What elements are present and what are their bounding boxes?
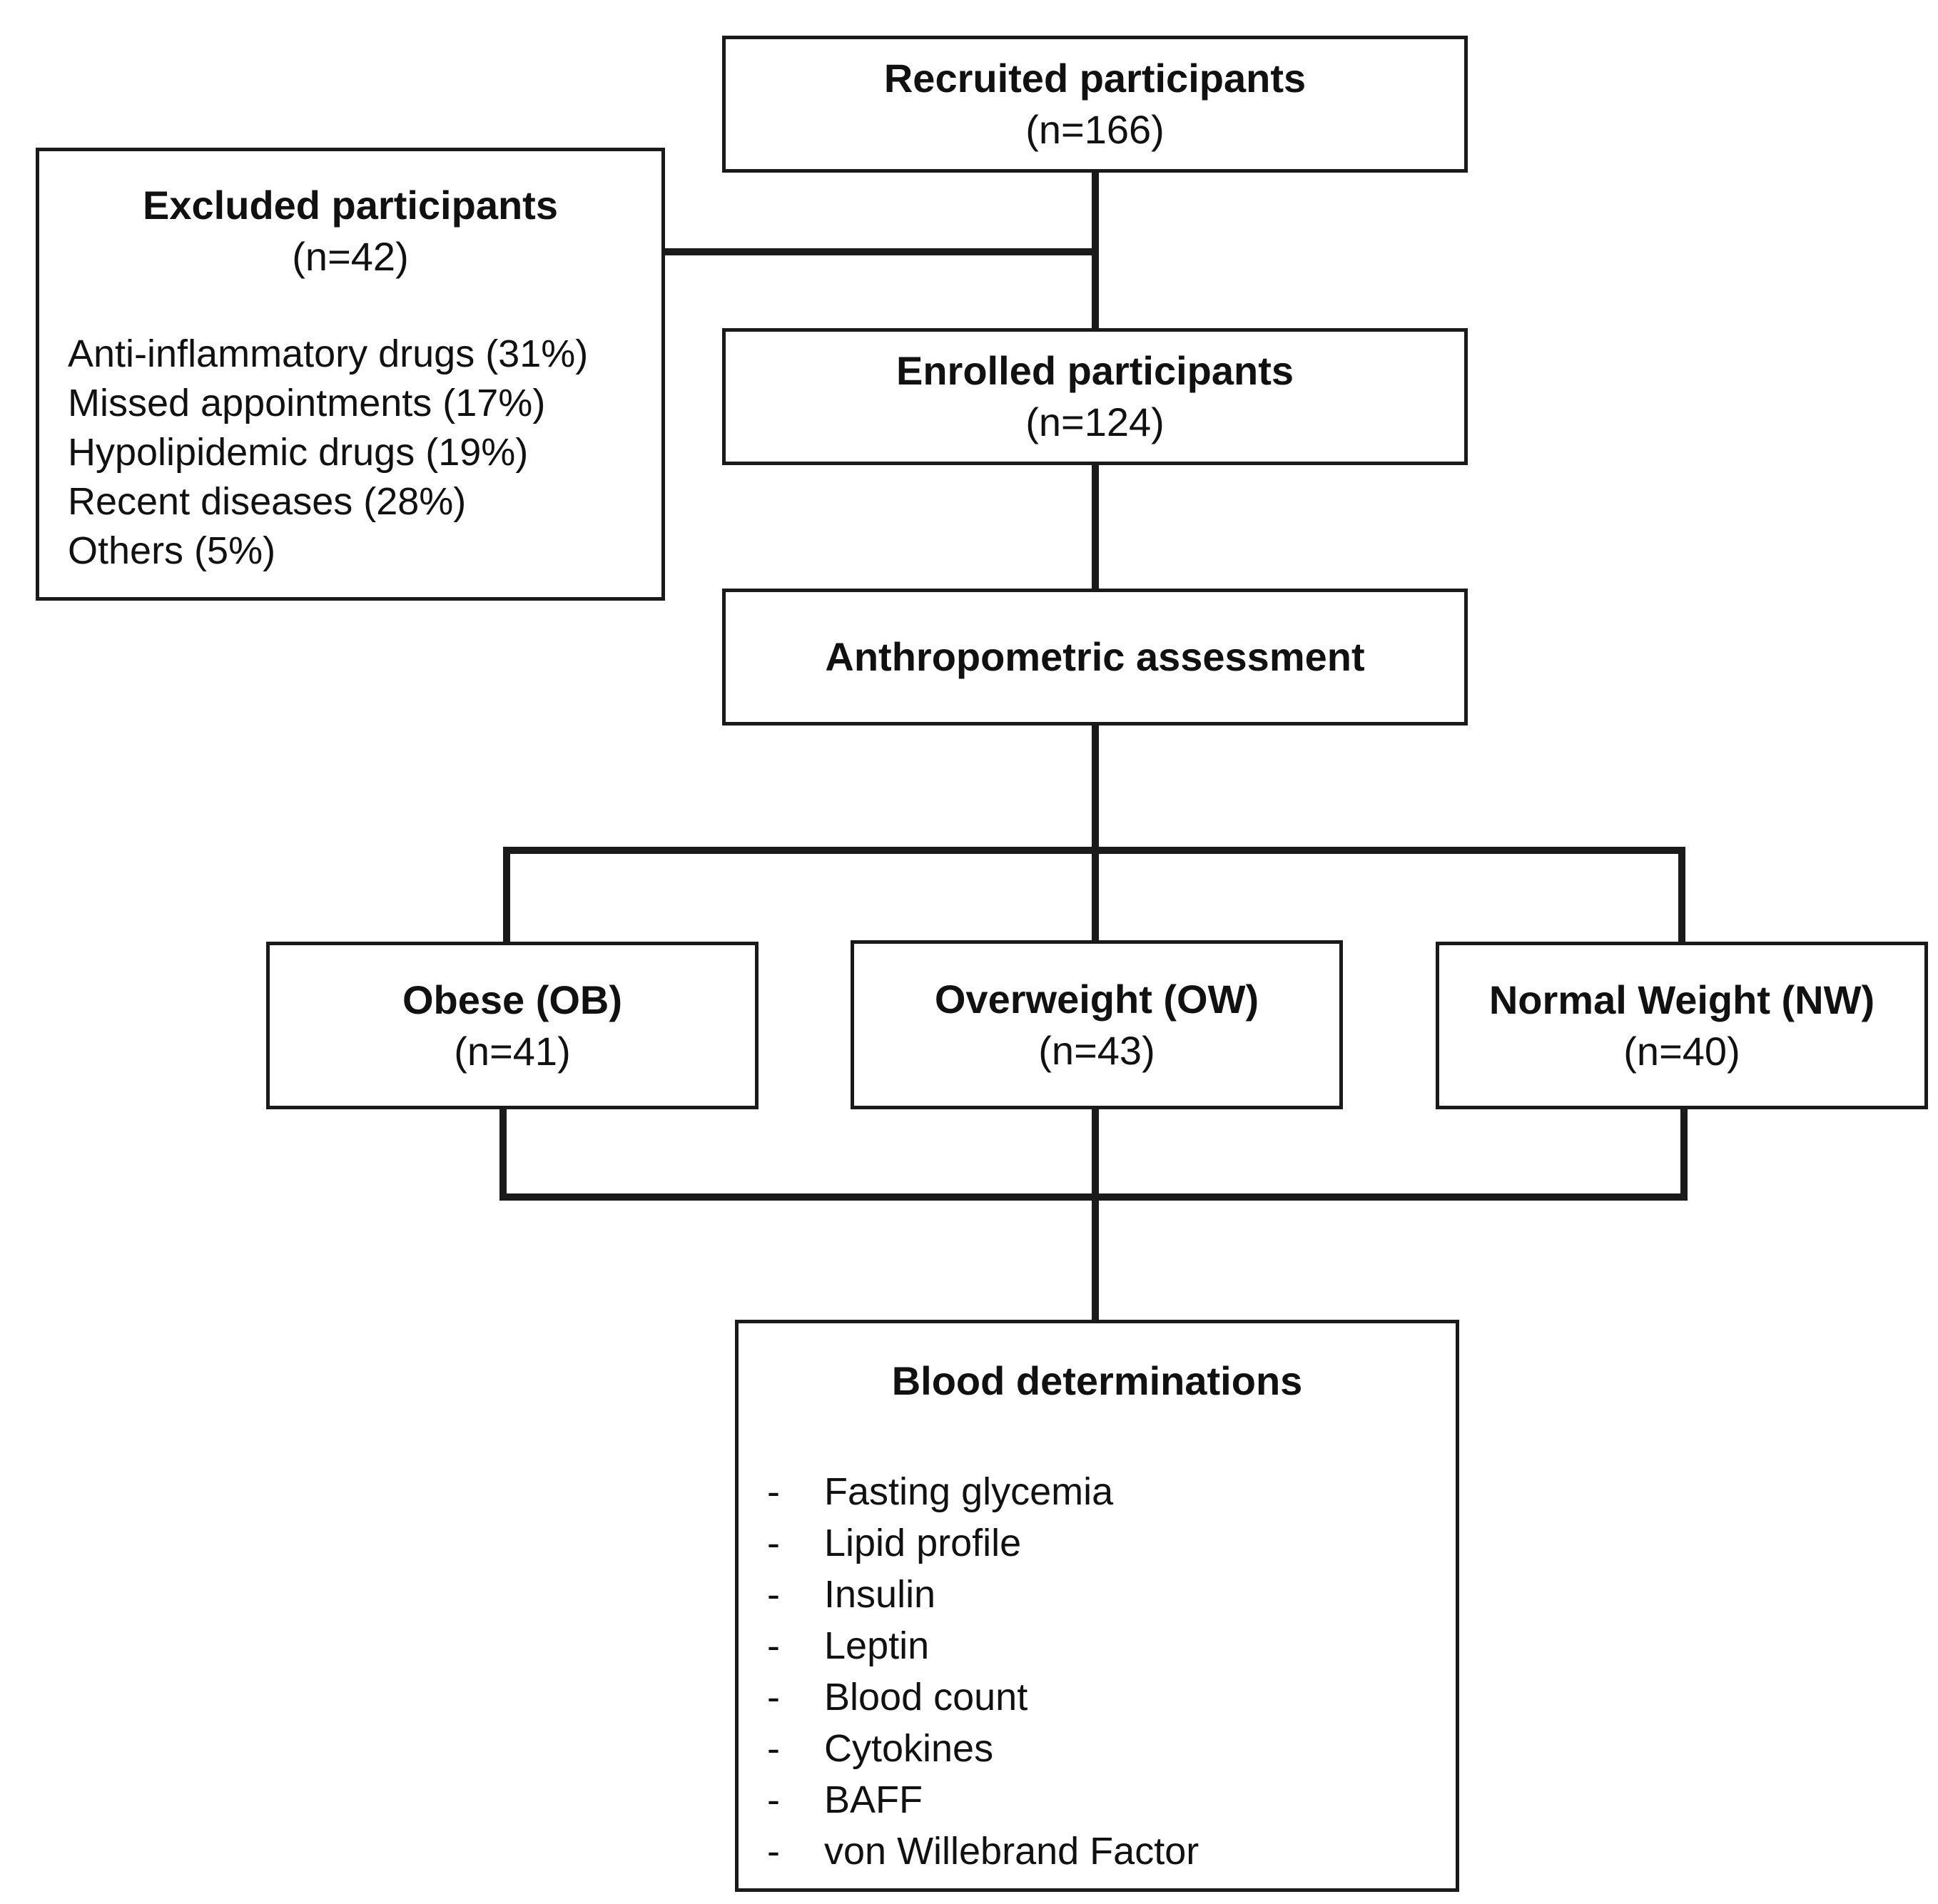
assessment-box: Anthropometric assessment [722, 589, 1468, 726]
list-item-label: Fasting glycemia [824, 1470, 1114, 1513]
list-item: - BAFF [767, 1774, 1199, 1826]
list-item: - Leptin [767, 1620, 1199, 1671]
recruited-box: Recruited participants (n=166) [722, 36, 1468, 173]
blood-title: Blood determinations [891, 1358, 1303, 1403]
list-item: - Blood count [767, 1671, 1199, 1723]
list-item: - Fasting glycemia [767, 1466, 1199, 1517]
exclusion-reason: Anti-inflammatory drugs (31%) [68, 332, 589, 375]
exclusion-reason: Recent diseases (28%) [68, 480, 467, 523]
list-item-label: Insulin [824, 1573, 936, 1616]
group-obese-title: Obese (OB) [402, 977, 623, 1022]
exclusion-reasons: Anti-inflammatory drugs (31%) Missed app… [68, 330, 588, 576]
group-normal-weight-box: Normal Weight (NW) (n=40) [1436, 942, 1928, 1109]
exclusion-reason: Others (5%) [68, 529, 276, 572]
connector-split-bar [503, 847, 1685, 945]
bullet-dash: - [767, 1624, 780, 1667]
group-overweight-title: Overweight (OW) [934, 976, 1259, 1022]
recruited-count: (n=166) [1025, 107, 1165, 152]
group-obese-box: Obese (OB) (n=41) [266, 942, 759, 1109]
list-item-label: Blood count [824, 1676, 1028, 1719]
bullet-dash: - [767, 1830, 780, 1873]
list-item-label: BAFF [824, 1778, 923, 1821]
group-overweight-count: (n=43) [1038, 1027, 1155, 1073]
group-obese-count: (n=41) [454, 1028, 571, 1074]
bullet-dash: - [767, 1727, 780, 1770]
list-item-label: von Willebrand Factor [824, 1830, 1199, 1873]
enrolled-count: (n=124) [1025, 399, 1165, 444]
list-item: - von Willebrand Factor [767, 1826, 1199, 1877]
group-normal-weight-title: Normal Weight (NW) [1488, 977, 1875, 1022]
bullet-dash: - [767, 1778, 780, 1821]
list-item: - Lipid profile [767, 1517, 1199, 1569]
exclusion-reason: Missed appointments (17%) [68, 382, 546, 424]
blood-box: Blood determinations - Fasting glycemia -… [735, 1320, 1459, 1892]
bullet-dash: - [767, 1676, 780, 1719]
recruited-title: Recruited participants [883, 56, 1307, 101]
enrolled-title: Enrolled participants [896, 348, 1294, 393]
list-item: - Insulin [767, 1569, 1199, 1620]
enrolled-box: Enrolled participants (n=124) [722, 328, 1468, 465]
bullet-dash: - [767, 1573, 780, 1616]
list-item-label: Leptin [824, 1624, 930, 1667]
list-item: - Cytokines [767, 1723, 1199, 1774]
blood-determinations-list: - Fasting glycemia - Lipid profile - Insuli… [767, 1466, 1199, 1877]
list-item-label: Lipid profile [824, 1522, 1022, 1564]
bullet-dash: - [767, 1470, 780, 1513]
exclusion-reason: Hypolipidemic drugs (19%) [68, 431, 529, 474]
list-item-label: Cytokines [824, 1727, 994, 1770]
bullet-dash: - [767, 1522, 780, 1564]
group-normal-weight-count: (n=40) [1623, 1028, 1740, 1074]
group-overweight-box: Overweight (OW) (n=43) [851, 940, 1343, 1109]
excluded-box: Excluded participants (n=42) Anti-inflam… [36, 148, 665, 601]
excluded-count: (n=42) [292, 234, 409, 279]
assessment-title: Anthropometric assessment [825, 634, 1365, 679]
excluded-title: Excluded participants [143, 183, 558, 228]
